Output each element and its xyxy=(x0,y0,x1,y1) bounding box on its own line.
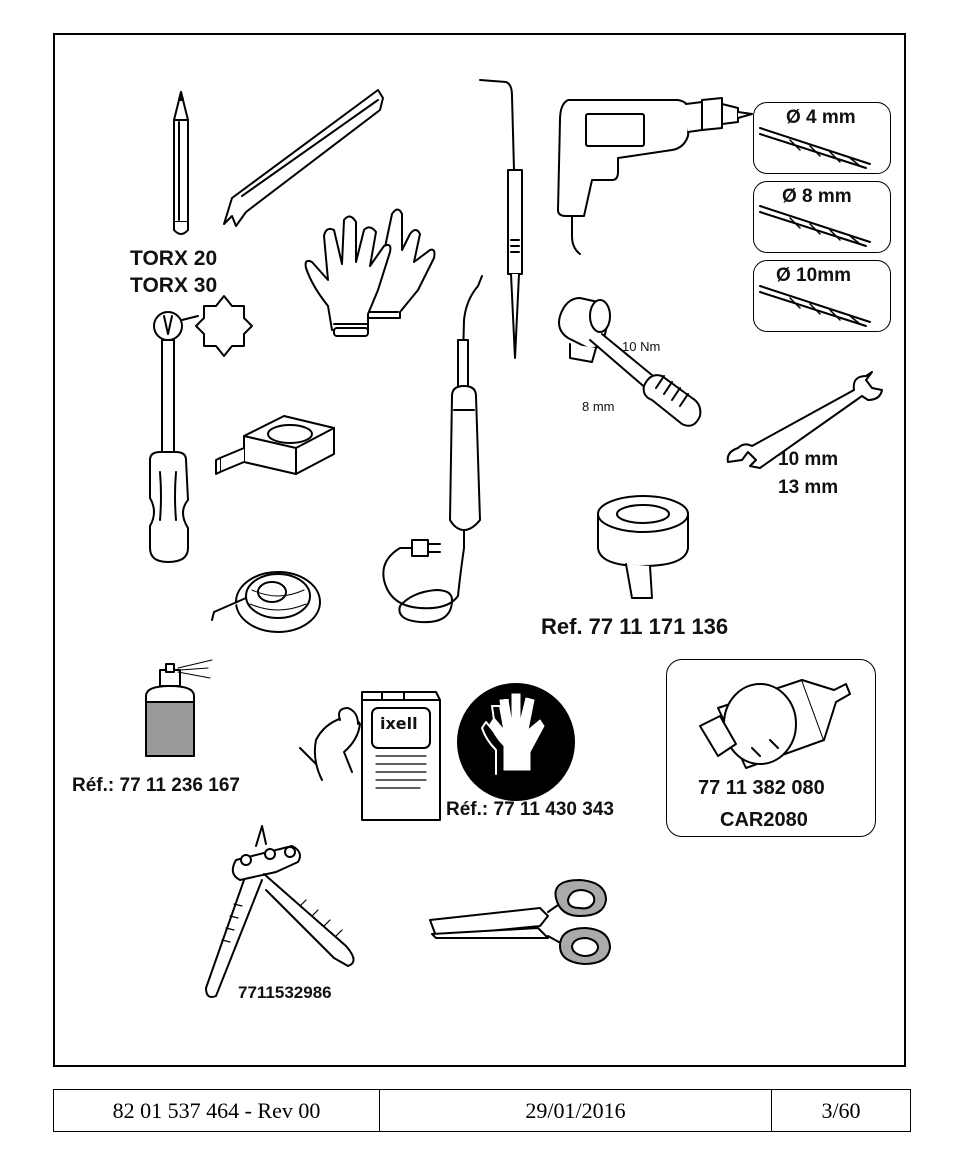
crimping-pliers-icon xyxy=(205,825,355,998)
torx20-label: TORX 20 xyxy=(130,247,218,270)
connector-tool-icon xyxy=(699,679,851,769)
drill-icon xyxy=(557,97,753,255)
wipe-hand-icon xyxy=(299,707,361,781)
doc-date: 29/01/2016 xyxy=(380,1090,772,1131)
wrench-10mm-label: 10 mm xyxy=(778,449,839,470)
drill-10mm-label: Ø 10mm xyxy=(776,265,851,286)
pencil-icon xyxy=(173,91,189,235)
drill-8mm-label: Ø 8 mm xyxy=(782,186,852,207)
gloves-ref-label: Réf.: 77 11 430 343 xyxy=(446,799,614,820)
trim-tool-icon xyxy=(223,89,384,227)
drill-bit-10mm-box xyxy=(753,260,891,332)
gloves-icon xyxy=(304,208,436,337)
tape-ref-label: Ref. 77 11 171 136 xyxy=(541,614,729,639)
spray-ref-label: Réf.: 77 11 236 167 xyxy=(72,775,240,796)
torx30-label: TORX 30 xyxy=(130,274,218,297)
insulating-tape-icon xyxy=(597,495,689,599)
spray-can-icon xyxy=(145,659,213,757)
page-number: 3/60 xyxy=(821,1097,861,1123)
soldering-iron-icon xyxy=(382,275,483,624)
wire-spool-icon xyxy=(211,571,321,633)
drill-4mm-label: Ø 4 mm xyxy=(786,107,856,128)
crimper-ref-label: 7711532986 xyxy=(238,983,332,1002)
connector-tool-ref-label: 77 11 382 080 xyxy=(698,777,825,799)
torx-screwdriver-icon xyxy=(149,295,253,563)
connector-tool-code-label: CAR2080 xyxy=(720,809,808,831)
probe-icon xyxy=(479,79,523,359)
illustration-frame xyxy=(53,33,906,1067)
footer-table: 82 01 537 464 - Rev 00 29/01/2016 3/60 xyxy=(53,1089,911,1132)
wrench-13mm-label: 13 mm xyxy=(778,477,839,498)
torque-wrench-icon xyxy=(558,297,702,427)
torque-nm-label: 10 Nm xyxy=(622,339,661,354)
measuring-tape-icon xyxy=(215,415,335,475)
cleaner-can-icon xyxy=(361,691,441,821)
drill-bit-icon xyxy=(759,127,871,327)
can-brand-label: ixell xyxy=(380,714,418,733)
doc-reference: 82 01 537 464 - Rev 00 xyxy=(54,1090,380,1131)
drill-bit-4mm-box xyxy=(753,102,891,174)
connector-tool-box xyxy=(666,659,876,837)
torque-mm-label: 8 mm xyxy=(582,399,615,414)
scissors-icon xyxy=(429,879,611,965)
gloves-pictogram-icon xyxy=(457,683,575,801)
spanner-icon xyxy=(726,371,883,469)
drill-bit-8mm-box xyxy=(753,181,891,253)
